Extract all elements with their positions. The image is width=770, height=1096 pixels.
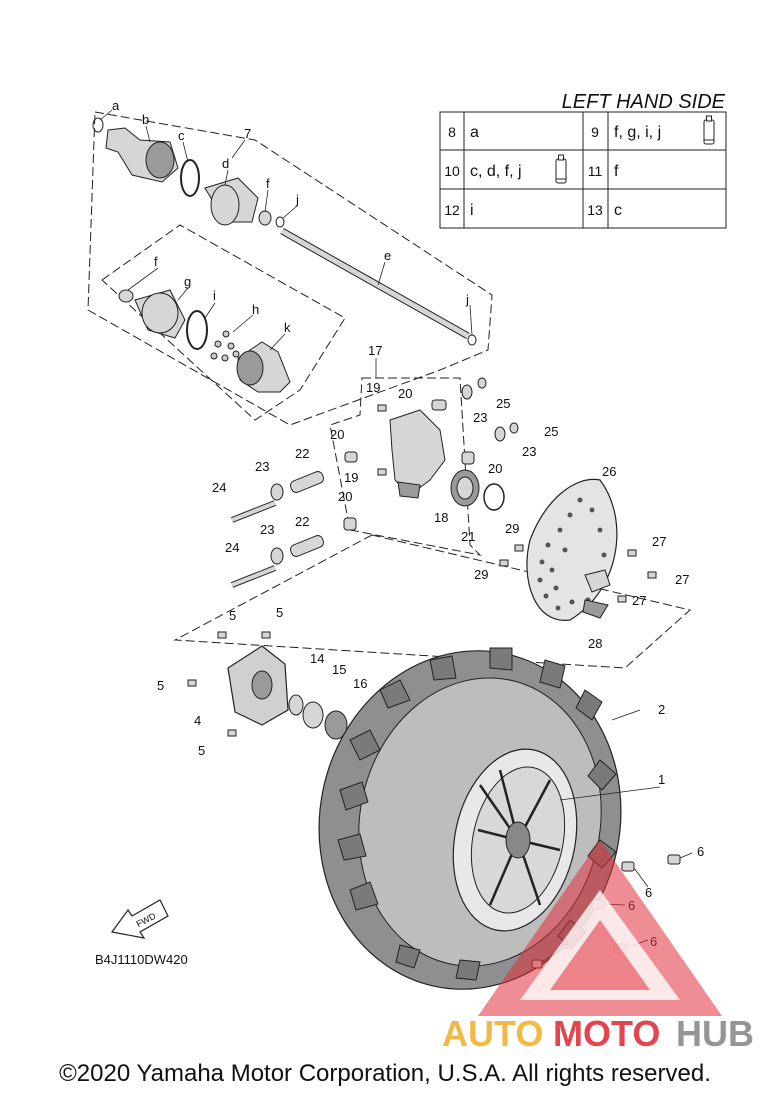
callout-19: 19 [366,380,380,395]
callout-23: 23 [260,522,274,537]
callout-d: d [222,156,229,171]
boot-band-i [186,310,208,350]
table-row1-text2: f, g, i, j [614,124,661,141]
callout-e: e [384,248,391,263]
callout-28: 28 [588,636,602,651]
callout-23: 23 [255,459,269,474]
drive-shaft-assembly [87,111,493,426]
callout-14: 14 [310,651,324,666]
callout-f: f [154,254,158,269]
callout-2: 2 [658,702,665,717]
diagram-code: B4J1110DW420 [95,952,188,967]
callout-20: 20 [398,386,412,401]
callout-4: 4 [194,713,201,728]
callout-22: 22 [295,446,309,461]
callout-18: 18 [434,510,448,525]
callout-19: 19 [344,470,358,485]
callout-23: 23 [473,410,487,425]
callout-b: b [142,112,149,127]
circlip-a [92,117,104,133]
callout-27: 27 [675,572,689,587]
callout-29: 29 [505,521,519,536]
table-title: LEFT HAND SIDE [562,91,726,113]
watermark-triangle-icon [478,840,722,1016]
callout-labels: a b c 7 d f j e f g i h j k 17 19 20 25 … [112,98,704,952]
callout-29: 29 [474,567,488,582]
callout-5: 5 [198,743,205,758]
table-row2-num1: 10 [444,163,460,179]
callout-g: g [184,274,191,289]
table-row2-num2: 11 [588,163,603,179]
callout-20: 20 [338,489,352,504]
callout-20: 20 [330,427,344,442]
callout-h: h [252,302,259,317]
table-row2-text2: f [614,163,619,180]
callout-26: 26 [602,464,616,479]
callout-17: 17 [368,343,382,358]
table-row3-num2: 13 [587,202,603,218]
copyright-notice: ©2020 Yamaha Motor Corporation, U.S.A. A… [59,1060,711,1087]
watermark-auto: AUTO [442,1013,543,1054]
callout-16: 16 [353,676,367,691]
balls-h [210,330,240,362]
callout-25: 25 [544,424,558,439]
legend-table: LEFT HAND SIDE 8 a 9 f, g, i, j 10 c, d,… [439,91,727,229]
table-row3-text2: c [614,202,622,219]
wheel-and-tire [318,647,681,990]
forward-arrow-icon: FWD [110,899,169,939]
callout-6: 6 [645,885,652,900]
callout-a: a [112,98,120,113]
callout-5: 5 [157,678,164,693]
callout-j: j [465,292,469,307]
callout-20: 20 [488,461,502,476]
callout-i: i [213,288,216,303]
table-row2-text1: c, d, f, j [470,163,522,180]
grease-tube-icon [555,154,567,184]
callout-5: 5 [276,605,283,620]
table-row1-num1: 8 [448,124,456,140]
circlip-21 [483,483,505,511]
callout-j: j [295,192,299,207]
callout-15: 15 [332,662,346,677]
callout-c: c [178,128,185,143]
grease-tube-icon [703,115,715,145]
boot-band-c [180,159,200,197]
callout-5: 5 [229,608,236,623]
callout-23: 23 [522,444,536,459]
callout-25: 25 [496,396,510,411]
callout-k: k [284,320,291,335]
callout-f: f [266,176,270,191]
callout-6: 6 [697,844,704,859]
callout-22: 22 [295,514,309,529]
wheel-hub [187,631,348,740]
callout-27: 27 [652,534,666,549]
callout-27: 27 [632,593,646,608]
watermark-moto: MOTO [553,1013,660,1054]
watermark-hub: HUB [676,1013,754,1054]
callout-21: 21 [461,529,475,544]
table-row1-text1: a [470,124,479,141]
table-row1-num2: 9 [591,124,599,140]
knuckle-assembly [230,377,519,588]
brake-disc [173,478,692,669]
callout-24: 24 [225,540,239,555]
table-row3-text1: i [470,202,474,219]
automotohub-watermark: AUTO MOTO HUB [442,840,754,1054]
table-row3-num1: 12 [444,202,460,218]
callout-1: 1 [658,772,665,787]
callout-7: 7 [244,126,251,141]
callout-24: 24 [212,480,226,495]
